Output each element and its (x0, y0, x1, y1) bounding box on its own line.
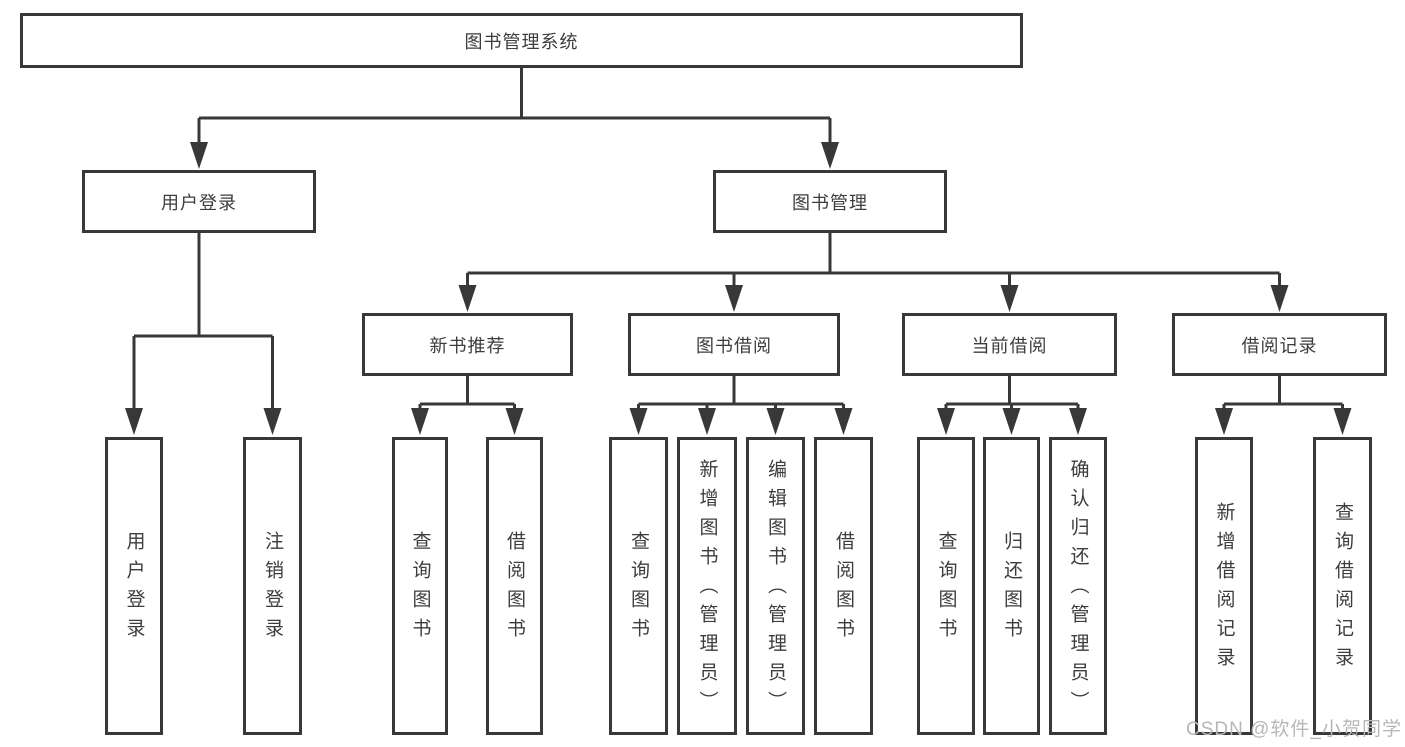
leaf-add-books-admin: 新增图书（管理员） (677, 437, 737, 735)
node-book-borrowing: 图书借阅 (628, 313, 840, 376)
connector-book-borrowing-to-leaves (629, 376, 853, 435)
node-current-borrowing: 当前借阅 (902, 313, 1117, 376)
leaf-logout: 注销登录 (243, 437, 302, 735)
leaf-borrow-books-borrowing: 借阅图书 (814, 437, 873, 735)
node-new-book-recommendation: 新书推荐 (362, 313, 573, 376)
leaf-borrow-books-recommend: 借阅图书 (486, 437, 543, 735)
connector-root-to-branches (190, 68, 839, 169)
node-library-system: 图书管理系统 (20, 13, 1023, 68)
leaf-query-books-borrowing: 查询图书 (609, 437, 668, 735)
leaf-add-borrow-record: 新增借阅记录 (1195, 437, 1253, 735)
leaf-return-books: 归还图书 (983, 437, 1040, 735)
leaf-confirm-return-admin: 确认归还（管理员） (1049, 437, 1107, 735)
leaf-query-books-recommend: 查询图书 (392, 437, 448, 735)
leaf-edit-books-admin: 编辑图书（管理员） (746, 437, 805, 735)
connector-book-management-to-level3 (458, 233, 1289, 312)
connector-new-book-recommendation-to-leaves (411, 376, 524, 435)
node-book-management-branch: 图书管理 (713, 170, 947, 233)
csdn-watermark: CSDN @软件_小贺同学 (1186, 719, 1402, 740)
connector-borrowing-records-to-leaves (1215, 376, 1352, 435)
node-user-login-branch: 用户登录 (82, 170, 316, 233)
connector-user-login-to-leaves (125, 233, 282, 435)
connector-current-borrowing-to-leaves (937, 376, 1087, 435)
leaf-query-books-current: 查询图书 (917, 437, 975, 735)
leaf-query-borrow-record: 查询借阅记录 (1313, 437, 1372, 735)
leaf-user-login: 用户登录 (105, 437, 163, 735)
node-borrowing-records: 借阅记录 (1172, 313, 1387, 376)
